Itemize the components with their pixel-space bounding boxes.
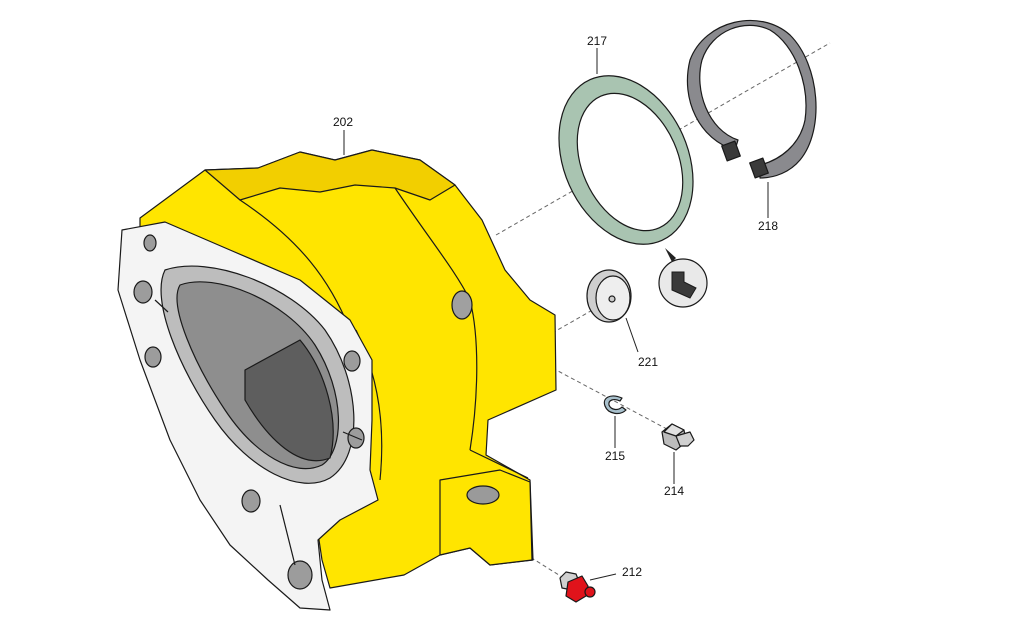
callouts: 202 217 218 221 215 214 212 xyxy=(333,34,778,579)
bolt-214 xyxy=(661,423,695,451)
detail-lug-icon xyxy=(671,271,697,299)
side-port xyxy=(451,290,473,320)
flange-hole xyxy=(287,560,313,590)
dowel-pin xyxy=(279,504,296,566)
plug-cap-center xyxy=(608,295,616,303)
flange-hole xyxy=(343,350,361,372)
callout-215: 215 xyxy=(605,449,625,463)
plug-cap-221 xyxy=(586,269,632,323)
bolt-washer xyxy=(675,431,695,447)
snap-ring-lug xyxy=(749,157,769,179)
snap-ring-218 xyxy=(686,19,817,179)
housing-202 xyxy=(117,149,557,611)
breather-cap xyxy=(565,575,589,603)
housing-top-surface xyxy=(204,149,456,201)
snap-ring xyxy=(686,19,817,179)
bore-shadow xyxy=(244,339,334,462)
flange-hole xyxy=(133,280,153,304)
callout-218: 218 xyxy=(758,219,778,233)
callout-202: 202 xyxy=(333,115,353,129)
snap-ring-lug xyxy=(721,140,741,162)
dowel-pin xyxy=(154,299,169,313)
pad-hole xyxy=(466,485,500,505)
flange-hole xyxy=(144,346,162,368)
flange-hole xyxy=(241,489,261,513)
seal-217 xyxy=(558,75,694,245)
callout-221: 221 xyxy=(638,355,658,369)
detail-view xyxy=(658,248,708,308)
dowel-pin xyxy=(342,431,363,441)
breather-212 xyxy=(559,571,596,603)
retaining-ring-215 xyxy=(603,395,627,415)
retaining-ring xyxy=(603,395,627,415)
seal-inner xyxy=(576,92,684,232)
callout-212: 212 xyxy=(622,565,642,579)
callout-214: 214 xyxy=(664,484,684,498)
mounting-pad xyxy=(439,469,533,566)
flange-hole xyxy=(143,234,157,252)
breather-tip xyxy=(584,586,596,598)
leader-lines xyxy=(343,48,769,581)
detail-pointer-icon xyxy=(665,248,676,262)
callout-217: 217 xyxy=(587,34,607,48)
